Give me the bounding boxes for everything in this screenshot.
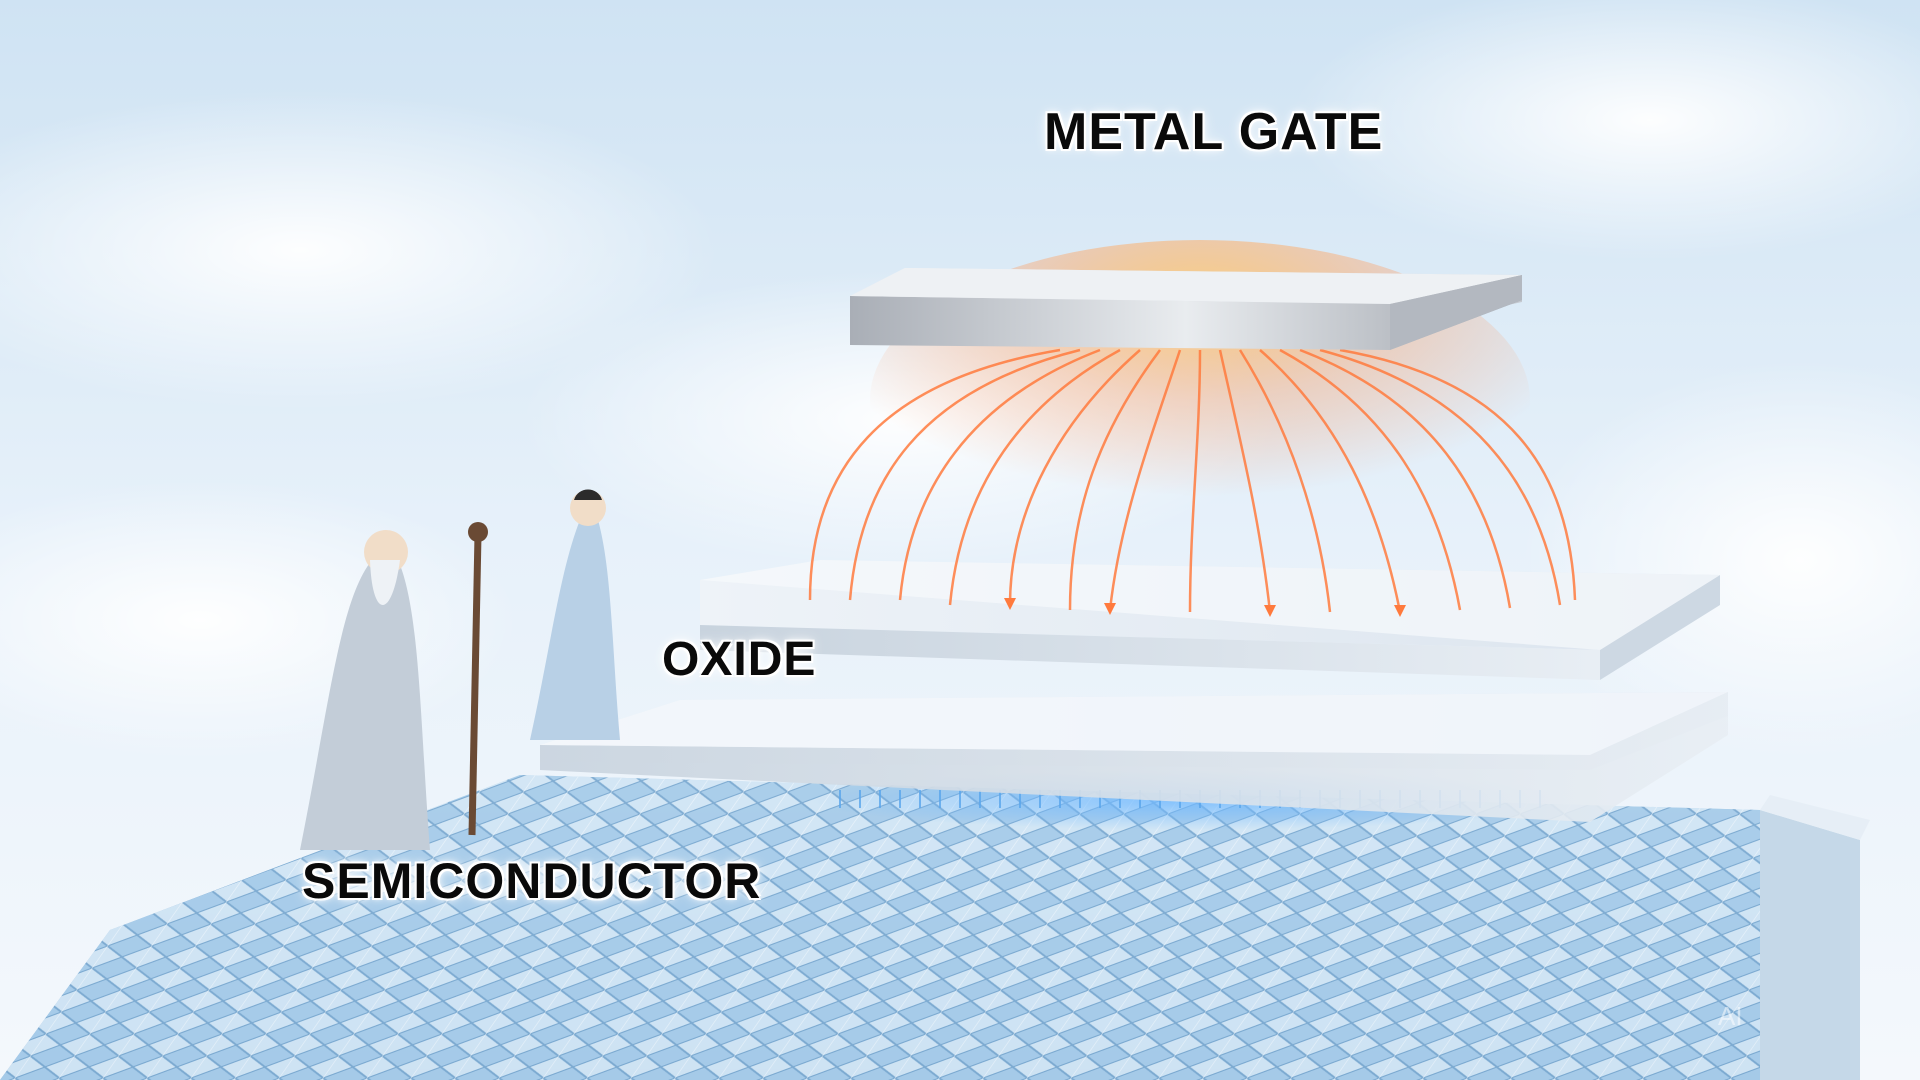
- metal-gate-plate: [850, 268, 1522, 350]
- electric-field-lines: [808, 348, 1577, 613]
- watermark-mark: AI: [1718, 1001, 1743, 1031]
- young-figure: [530, 489, 620, 740]
- metal-gate-label: METAL GATE: [1044, 103, 1384, 161]
- semiconductor-label: SEMICONDUCTOR: [302, 853, 762, 909]
- semiconductor-layer: [0, 775, 1870, 1080]
- oxide-label: OXIDE: [662, 633, 817, 686]
- oxide-plate: [700, 560, 1720, 680]
- elder-figure: [300, 522, 488, 850]
- field-arrowheads: [1004, 598, 1406, 617]
- lower-oxide-plate: [540, 692, 1728, 822]
